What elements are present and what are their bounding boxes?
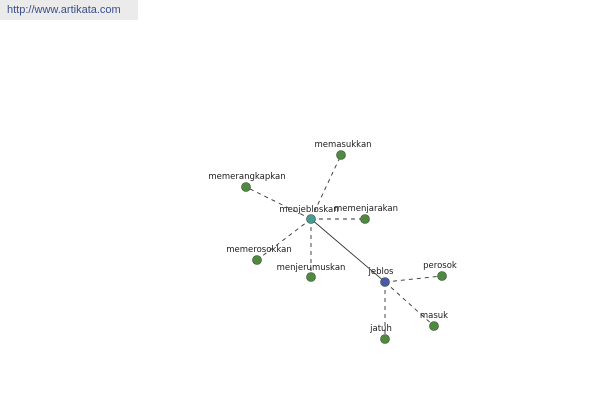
nodes-layer: [241, 150, 447, 344]
node-memerangkapkan[interactable]: [241, 182, 251, 192]
node-label-memerosokkan[interactable]: memerosokkan: [226, 245, 291, 255]
node-jeblos[interactable]: [380, 277, 390, 287]
node-menjebloskan[interactable]: [306, 214, 316, 224]
url-banner: http://www.artikata.com: [0, 0, 138, 20]
edge-jeblos-masuk: [384, 281, 435, 327]
edge-jeblos-perosok: [384, 275, 443, 283]
node-memasukkan[interactable]: [336, 150, 346, 160]
node-label-perosok[interactable]: perosok: [423, 261, 457, 271]
node-label-memerangkapkan[interactable]: memerangkapkan: [208, 172, 285, 182]
node-label-memasukkan[interactable]: memasukkan: [314, 140, 371, 150]
edge-menjebloskan-jeblos: [310, 218, 386, 283]
node-jatuh[interactable]: [380, 334, 390, 344]
edge-menjebloskan-memasukkan: [310, 154, 342, 220]
edges-layer: [245, 154, 443, 339]
node-memenjarakan[interactable]: [360, 214, 370, 224]
node-perosok[interactable]: [437, 271, 447, 281]
node-label-menjerumuskan[interactable]: menjerumuskan: [277, 263, 346, 273]
site-url-link[interactable]: http://www.artikata.com: [7, 4, 121, 16]
node-label-masuk[interactable]: masuk: [420, 311, 448, 321]
labels-layer: memasukkanmemerangkapkanmenjebloskanmeme…: [208, 140, 457, 334]
node-menjerumuskan[interactable]: [306, 272, 316, 282]
node-label-jeblos[interactable]: jeblos: [368, 267, 395, 277]
node-memerosokkan[interactable]: [252, 255, 262, 265]
edge-menjebloskan-memerosokkan: [256, 218, 312, 261]
node-masuk[interactable]: [429, 321, 439, 331]
node-label-jatuh[interactable]: jatuh: [369, 324, 392, 334]
node-label-memenjarakan[interactable]: memenjarakan: [334, 204, 398, 214]
node-label-menjebloskan[interactable]: menjebloskan: [279, 205, 338, 215]
